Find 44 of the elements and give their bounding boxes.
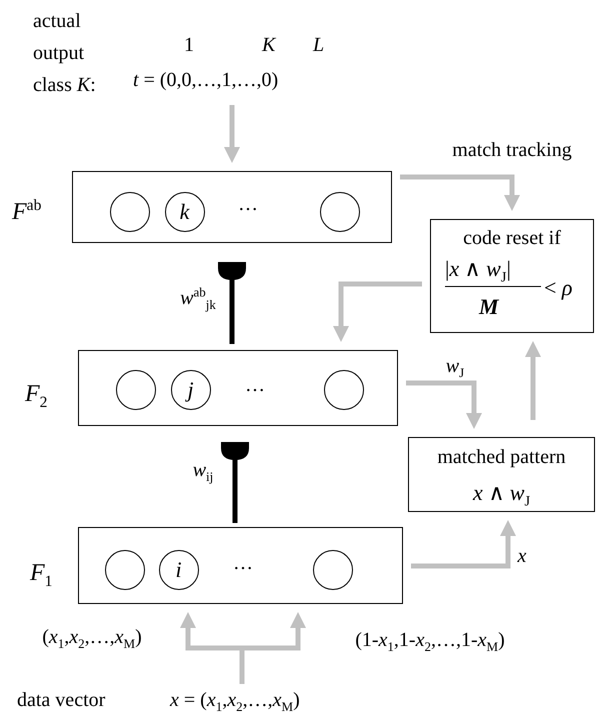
vector-index-label: K [262,35,276,55]
target-class-text: actual output class K: [33,9,97,98]
vector-index-label: 1 [184,35,194,55]
ellipsis-text: … [233,552,253,572]
neuron-circle: j [170,370,210,410]
neuron-circle [320,192,360,232]
vector-index-label: L [313,35,324,55]
arrow [333,282,422,342]
neuron-circle [116,370,156,410]
ellipsis-text: … [245,375,265,395]
neuron-circle [312,550,352,590]
ellipsis-text: … [238,194,258,214]
target-vector-text: t = (0,0,…,1,…,0) [133,70,278,90]
neuron-circle [324,370,364,410]
edge-label: (x$_{1}$,x$_{2}$,…,x$_{M}$) [40,626,144,648]
formula-numerator: |x ∧ w$_{J}$| [445,258,511,280]
arrow [406,380,482,429]
weight-connector [218,262,246,344]
layer-box [78,527,403,604]
layer-label: F$_{2}$ [25,382,48,406]
edge-label: (1-x$_{1}$,1-x$_{2}$,…,1-x$_{M}$) [353,629,507,651]
neuron-circle [104,550,144,590]
arrow [400,174,520,211]
arrow [224,105,240,163]
formula-denominator: M [479,296,499,318]
formula-comparison: < ρ [544,277,572,299]
data-vector-text: data vector [17,690,106,710]
arrow [411,520,516,568]
neuron-circle: k [164,192,204,232]
weight-connector [221,442,249,523]
condition-box [430,219,594,333]
arrow [525,341,541,420]
formula-text: x ∧ w$_{J}$ [472,482,532,504]
process-text: matched pattern [436,447,567,467]
layer-box [78,350,398,426]
neuron-circle: i [158,550,198,590]
edge-label: match tracking [450,139,574,161]
layer-box [72,171,392,243]
condition-text: code reset if [462,228,562,248]
layer-label: F$^{ab}$ [12,200,42,224]
process-box [408,437,595,512]
neuron-circle [110,192,150,232]
layer-label: F$_{1}$ [30,561,52,585]
input-vector-text: x = (x$_{1}$,x$_{2}$,…,x$_{M}$) [170,690,300,710]
